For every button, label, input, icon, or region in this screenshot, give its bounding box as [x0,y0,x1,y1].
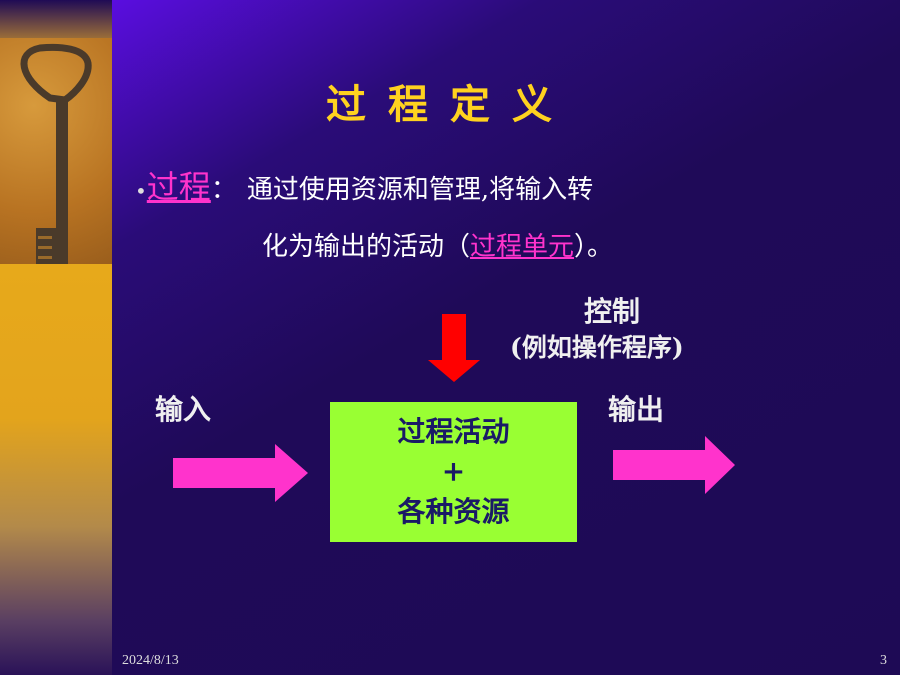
input-arrow-icon [173,444,308,502]
footer-date: 2024/8/13 [122,653,179,668]
slide-background [112,0,900,675]
input-label: 输入 [155,393,212,426]
definition-text-2: 化为输出的活动（ [262,232,471,262]
bullet-line-2: 化为输出的活动（过程单元）。 [262,226,613,263]
process-unit-link[interactable]: 过程单元 [470,232,575,262]
definition-text: 通过使用资源和管理,将输入转 [246,175,594,205]
page-number: 3 [880,653,887,668]
process-activity: 过程活动 [397,415,510,448]
slide-title: 过程定义 [326,81,574,128]
process-box: 过程活动 + 各种资源 [330,402,577,542]
output-label: 输出 [608,393,665,426]
resources: 各种资源 [397,495,510,528]
key-icon [20,43,92,264]
control-arrow-icon [428,314,480,382]
term-link[interactable]: 过程 [146,168,211,206]
key-image [0,38,112,264]
colon: ： [210,175,237,205]
bullet-line-1: •过程： 通过使用资源和管理,将输入转 [135,162,593,208]
definition-end: ）。 [574,232,614,262]
control-label: 控制 [584,295,641,328]
output-arrow-icon [613,436,735,494]
bullet-icon: • [135,179,147,203]
plus-sign: + [441,455,466,488]
control-note: (例如操作程序) [510,333,684,362]
left-decor-strip [0,0,112,675]
